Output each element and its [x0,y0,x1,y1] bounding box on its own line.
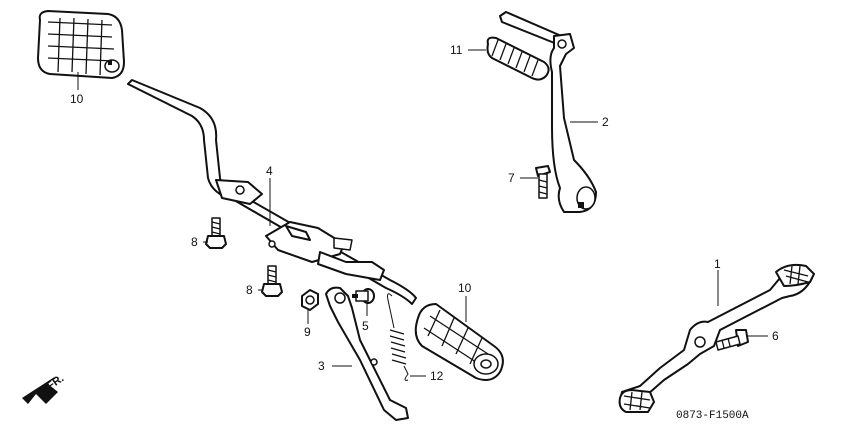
footpeg-bar [127,79,417,305]
callout-10-right: 10 [458,281,472,295]
callout-9: 9 [304,325,311,339]
brake-pedal [618,263,815,413]
nut [301,289,319,311]
callout-3: 3 [318,359,325,373]
callout-5: 5 [362,319,369,333]
callout-12: 12 [430,369,444,383]
footpeg-rubber-right [414,303,504,381]
callout-1: 1 [714,257,721,271]
callout-8-lower: 8 [246,283,253,297]
footpeg-rubber-left [37,10,125,79]
kick-starter-arm [499,11,597,213]
pivot-bolt [352,288,375,304]
side-stand [325,286,409,421]
bolt-lower [261,265,283,297]
callout-7: 7 [508,171,515,185]
callout-11: 11 [450,43,463,57]
callout-2: 2 [602,115,609,129]
front-direction-arrow-icon [22,376,58,404]
bolt-upper [205,217,227,249]
kick-bolt [535,165,551,199]
callout-10-left: 10 [70,92,84,106]
kick-rubber [486,36,550,81]
callout-6: 6 [772,329,779,343]
callout-4: 4 [266,164,273,178]
pedal-bolt [715,329,749,351]
figure-code: 0873-F1500A [676,410,749,422]
callout-8-upper: 8 [191,235,198,249]
spring [387,293,409,381]
